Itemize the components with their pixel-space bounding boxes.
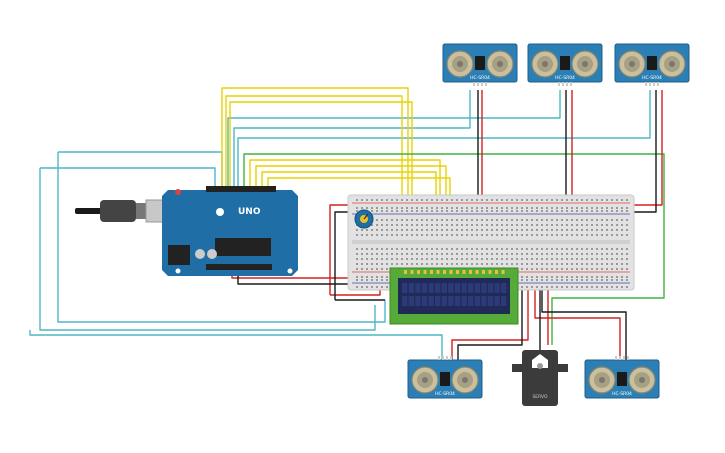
wire-cyan-4[interactable] bbox=[58, 151, 223, 190]
analog-header bbox=[206, 264, 272, 270]
atmega-chip bbox=[215, 238, 271, 256]
power-jack bbox=[168, 245, 190, 265]
ultrasonic-sensor-top-left[interactable]: HC-SR04 bbox=[442, 43, 518, 86]
wire-red-5[interactable] bbox=[329, 204, 348, 295]
arduino-uno-board[interactable]: UNO bbox=[162, 186, 298, 276]
arduino-model-label: UNO bbox=[238, 207, 261, 217]
wire-cyan-1[interactable] bbox=[39, 168, 376, 331]
wire-green-1[interactable] bbox=[243, 153, 665, 345]
wire-cyan-2[interactable] bbox=[57, 152, 386, 323]
lcd-16x2[interactable] bbox=[389, 267, 519, 325]
usb-cable bbox=[75, 199, 169, 223]
wire-cyan-7[interactable] bbox=[237, 90, 651, 190]
wire-cyan-6[interactable] bbox=[233, 90, 471, 190]
wire-red-2[interactable] bbox=[481, 90, 500, 206]
svg-text:HC-SR04: HC-SR04 bbox=[435, 391, 455, 397]
wire-cyan-3[interactable] bbox=[40, 167, 216, 190]
wire-yellow-2[interactable] bbox=[225, 95, 403, 245]
svg-text:HC-SR04: HC-SR04 bbox=[555, 75, 575, 81]
wire-red-4[interactable] bbox=[615, 90, 663, 206]
wire-black-2[interactable] bbox=[552, 90, 567, 213]
svg-text:HC-SR04: HC-SR04 bbox=[470, 75, 490, 81]
svg-text:HC-SR04: HC-SR04 bbox=[642, 75, 662, 81]
ultrasonic-sensor-bottom-left[interactable]: HC-SR04 bbox=[407, 356, 483, 399]
digital-header bbox=[206, 186, 276, 192]
lcd-pins bbox=[404, 270, 505, 274]
ultrasonic-sensor-top-right[interactable]: HC-SR04 bbox=[614, 43, 690, 86]
wire-cyan-8[interactable] bbox=[29, 330, 443, 362]
wire-yellow-3[interactable] bbox=[229, 101, 413, 245]
servo-motor[interactable]: SERVO bbox=[512, 350, 568, 406]
lcd-character-cells bbox=[402, 283, 507, 306]
arduino-logo-icon bbox=[216, 208, 224, 216]
wire-cyan-5[interactable] bbox=[227, 90, 561, 190]
ultrasonic-sensor-bottom-right[interactable]: HC-SR04 bbox=[584, 356, 660, 399]
ultrasonic-sensor-top-middle[interactable]: HC-SR04 bbox=[527, 43, 603, 86]
potentiometer[interactable] bbox=[354, 209, 374, 229]
wire-black-4[interactable] bbox=[334, 211, 350, 300]
servo-label: SERVO bbox=[532, 394, 548, 400]
svg-text:HC-SR04: HC-SR04 bbox=[612, 391, 632, 397]
